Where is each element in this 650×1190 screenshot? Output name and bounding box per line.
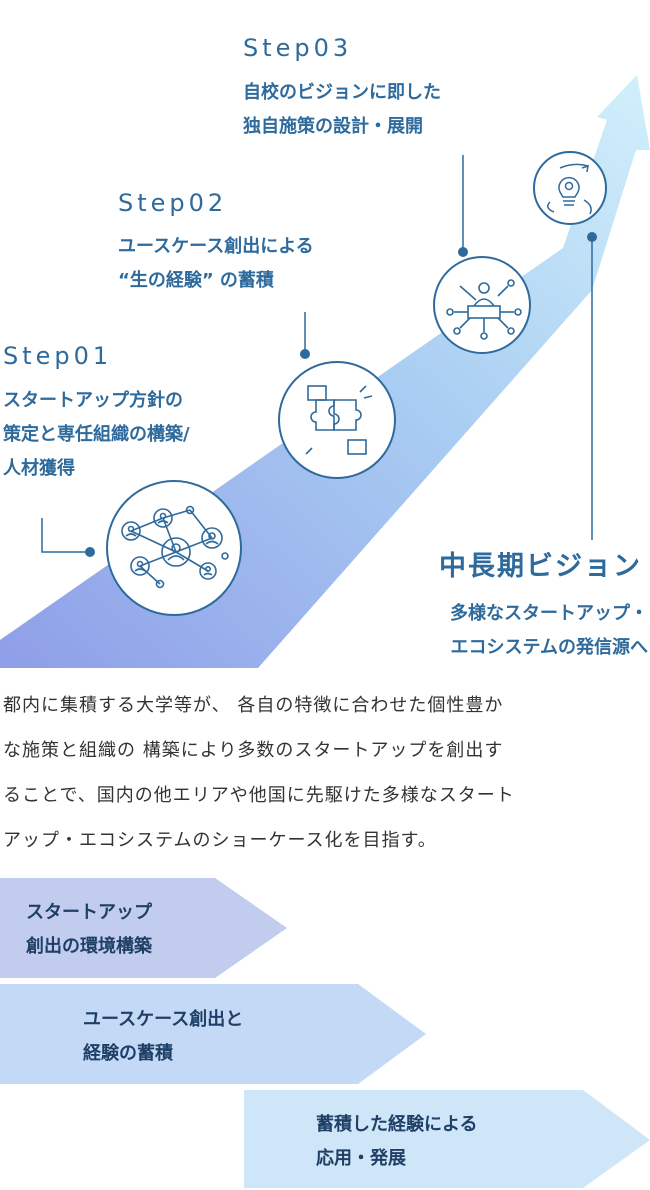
step01-connector [41, 518, 90, 553]
phase-arrow-3 [244, 1090, 650, 1188]
step01-connector-dot [85, 547, 95, 557]
step02-label: Step02 [118, 189, 228, 217]
phase-arrow-2 [0, 984, 426, 1084]
puzzle-hands-icon [278, 361, 396, 479]
lightbulb-gear-icon [533, 151, 607, 225]
step02-text: ユースケース創出による “生の経験” の蓄積 [118, 236, 314, 291]
growth-arrow [0, 75, 650, 668]
presenter-network-icon [433, 256, 531, 354]
growth-arrow-graphic [0, 75, 650, 668]
step01-label: Step01 [3, 342, 113, 370]
step03-text: 自校のビジョンに即した 独自施策の設計・展開 [243, 82, 441, 137]
network-people-icon [106, 480, 242, 616]
phase-1-text: スタートアップ 創出の環境構築 [26, 902, 152, 957]
phase-arrows [0, 878, 650, 1188]
vision-connector-dot [587, 232, 597, 242]
step01-text: スタートアップ方針の 策定と専任組織の構築/ 人材獲得 [3, 390, 190, 479]
step02-connector-dot [300, 349, 310, 359]
description-paragraph: 都内に集積する大学等が、 各自の特徴に合わせた個性豊か な施策と組織の 構築によ… [3, 695, 515, 851]
phase-2-text: ユースケース創出と 経験の蓄積 [83, 1009, 244, 1064]
step03-label: Step03 [243, 34, 353, 62]
vision-subtitle: 多様なスタートアップ・ エコシステムの発信源へ [450, 603, 648, 658]
phase-3-text: 蓄積した経験による 応用・発展 [316, 1114, 478, 1169]
phase-arrow-1 [0, 878, 287, 978]
step03-connector-dot [458, 247, 468, 257]
vision-title: 中長期ビジョン [439, 551, 642, 582]
